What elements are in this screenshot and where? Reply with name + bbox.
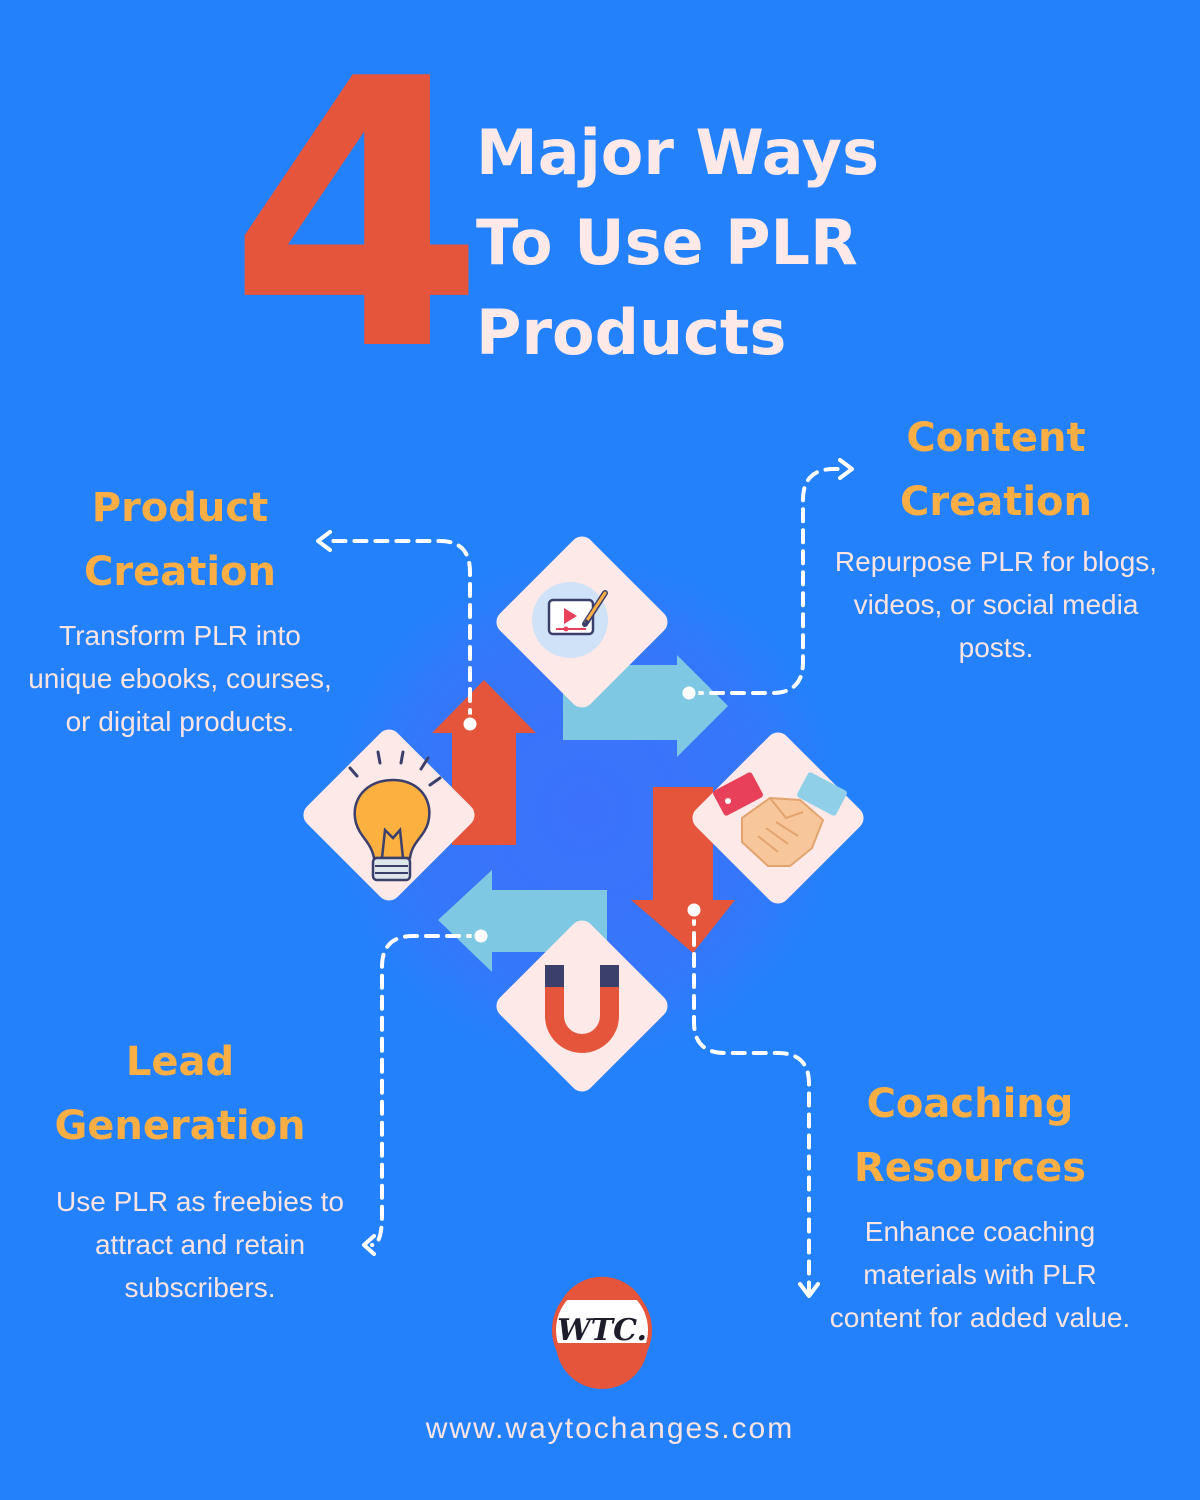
big-number-four: 4	[228, 2, 485, 432]
page-title-line-2: To Use PLR	[476, 206, 858, 279]
coaching-resources-title-line-2: Resources	[853, 1145, 1087, 1191]
lightbulb-icon	[348, 750, 442, 882]
logo-text: WTC.	[557, 1313, 647, 1348]
connector-arrowhead-lead	[362, 1234, 376, 1256]
connector-arrowhead-product	[316, 530, 332, 552]
magnet-icon	[545, 965, 619, 1053]
page-title-line-3: Products	[476, 296, 787, 369]
lead-generation-title-line-1: Lead	[125, 1039, 235, 1085]
page-title-line-1: Major Ways	[476, 116, 879, 189]
lead-generation-title: Lead Generation	[30, 1030, 330, 1158]
coaching-resources-title: Coaching Resources	[820, 1072, 1120, 1200]
lead-generation-description: Use PLR as freebies to attract and retai…	[56, 1186, 344, 1303]
connector-product-creation	[324, 539, 472, 724]
content-creation-title-line-1: Content	[906, 415, 1086, 461]
coaching-resources-description: Enhance coaching materials with PLR cont…	[829, 1216, 1131, 1333]
tile-lead-generation	[496, 920, 668, 1092]
connector-content-creation	[688, 467, 844, 695]
connector-lead-generation	[370, 934, 482, 1247]
product-creation-title-line-1: Product	[91, 485, 269, 531]
page-title: Major Ways To Use PLR Products	[476, 108, 936, 378]
content-creation-title: Content Creation	[846, 406, 1146, 534]
connector-dot-lead	[471, 926, 491, 946]
connector-dot-coaching	[684, 900, 704, 920]
connector-dot-content	[679, 683, 699, 703]
connector-coaching-resources	[692, 910, 811, 1292]
content-creation-description: Repurpose PLR for blogs, videos, or soci…	[834, 546, 1158, 663]
lead-generation-title-line-2: Generation	[54, 1103, 306, 1149]
connector-dot-product	[460, 714, 480, 734]
product-creation-description: Transform PLR into unique ebooks, course…	[28, 620, 332, 737]
connector-arrowhead-coaching	[798, 1282, 820, 1298]
coaching-resources-title-line-1: Coaching	[866, 1081, 1074, 1127]
connector-arrowhead-content	[838, 458, 854, 480]
content-creation-title-line-2: Creation	[900, 479, 1092, 525]
website-link[interactable]: www.waytochanges.com	[425, 1412, 795, 1445]
product-creation-title: Product Creation	[30, 476, 330, 604]
product-creation-title-line-2: Creation	[84, 549, 276, 595]
video-editing-icon	[532, 582, 608, 658]
wtc-logo	[552, 1276, 652, 1389]
handshake-icon	[713, 772, 847, 867]
